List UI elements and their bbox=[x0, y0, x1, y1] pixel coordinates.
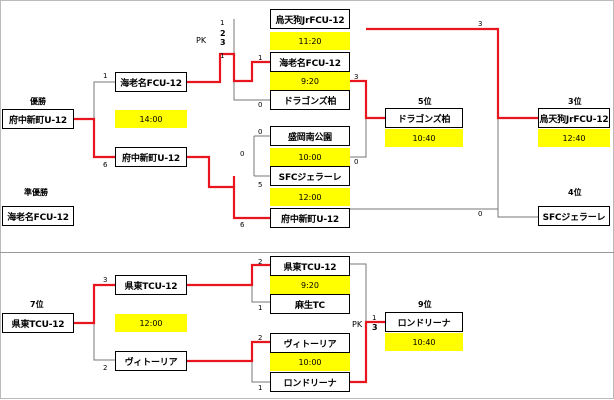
qf-top-pk-label: PK bbox=[196, 36, 207, 45]
ninth-team: ロンドリーナ bbox=[385, 312, 463, 332]
semi-top-team: 海老名FCU-12 bbox=[115, 72, 187, 92]
third-score-bottom: 0 bbox=[478, 210, 483, 218]
ninth-pk-bottom: 3 bbox=[372, 323, 378, 332]
qf-top-pk-score-1: 1 bbox=[220, 19, 225, 27]
lower-qf-top-score-a: 2 bbox=[258, 258, 263, 266]
lower-qf-top-score-b: 1 bbox=[258, 304, 263, 312]
qf-top-pk-score-3: 3 bbox=[220, 38, 226, 47]
lower-qf-bottom-team-b: ロンドリーナ bbox=[270, 372, 350, 392]
lower-semi-score-top: 3 bbox=[103, 276, 108, 284]
ninth-time: 10:40 bbox=[385, 333, 463, 351]
ninth-pk-top: 1 bbox=[372, 314, 377, 322]
qf-bottom-score-b-top: 0 bbox=[240, 150, 245, 158]
ninth-pk-label: PK bbox=[352, 320, 363, 329]
lower-semi-bottom-team: ヴィトーリア bbox=[115, 351, 187, 371]
lower-semi-score-bottom: 2 bbox=[103, 364, 108, 372]
champion-box: 府中新町U-12 bbox=[2, 109, 74, 129]
champion-label: 優勝 bbox=[30, 97, 46, 106]
semi-top-score-top: 1 bbox=[103, 72, 108, 80]
line-fourth bbox=[497, 209, 538, 218]
qf-bottom-team-a: 盛岡南公園 bbox=[270, 126, 350, 146]
third-label: 3位 bbox=[568, 97, 582, 106]
third-time: 12:40 bbox=[538, 129, 610, 147]
line-lower-qf-bottom-b bbox=[251, 342, 270, 383]
semi-top-score-bottom: 6 bbox=[103, 161, 108, 169]
qf-top-pk-score-4: 1 bbox=[220, 52, 225, 60]
qf-top-team-a: 烏天狗JrFCU-12 bbox=[270, 9, 350, 29]
semi-bottom-team: 府中新町U-12 bbox=[115, 147, 187, 167]
section-divider bbox=[0, 252, 614, 253]
win-line-fifth bbox=[350, 79, 385, 120]
fourth-team: SFCジェラーレ bbox=[538, 206, 610, 226]
qf-bottom-score-b: 5 bbox=[258, 181, 263, 189]
lower-qf-bottom-score-b: 1 bbox=[258, 384, 263, 392]
lower-semi-top-team: 県東TCU-12 bbox=[115, 275, 187, 295]
line-fifth-bottom bbox=[350, 118, 367, 158]
third-score-top: 3 bbox=[478, 20, 483, 28]
fifth-label: 5位 bbox=[418, 97, 432, 106]
lower-qf-bottom-time: 10:00 bbox=[270, 353, 350, 371]
win-line-lower-qf-top bbox=[187, 263, 270, 287]
line-qf-top-c bbox=[233, 81, 270, 101]
lower-qf-top-team-b: 麻生TC bbox=[270, 294, 350, 314]
semi-top-time: 14:00 bbox=[115, 110, 187, 128]
win-line-champion bbox=[74, 117, 115, 159]
line-semi-top bbox=[93, 81, 115, 119]
seventh-box: 県東TCU-12 bbox=[2, 313, 74, 333]
qf-bottom-team-b: SFCジェラーレ bbox=[270, 166, 350, 186]
win-line-lower-qf-bottom bbox=[187, 340, 270, 363]
lower-qf-top-team-a: 県東TCU-12 bbox=[270, 256, 350, 276]
win-line-third bbox=[366, 27, 538, 120]
win-line-qf-bottom bbox=[187, 155, 270, 220]
qf-bottom-time-b: 12:00 bbox=[270, 188, 350, 206]
lower-qf-bottom-team-a: ヴィトーリア bbox=[270, 333, 350, 353]
line-lower-semi-bottom bbox=[93, 323, 115, 361]
ninth-label: 9位 bbox=[418, 300, 432, 309]
fifth-score-bottom: 0 bbox=[354, 158, 359, 166]
seventh-label: 7位 bbox=[30, 300, 44, 309]
runner-up-box: 海老名FCU-12 bbox=[2, 206, 74, 226]
third-team: 烏天狗JrFCU-12 bbox=[538, 108, 610, 128]
win-line-lower-semi bbox=[74, 283, 115, 325]
fifth-time: 10:40 bbox=[385, 129, 463, 147]
qf-top-team-c: ドラゴンズ柏 bbox=[270, 90, 350, 110]
qf-bottom-score-a: 0 bbox=[258, 128, 263, 136]
win-line-ninth bbox=[350, 320, 385, 384]
qf-bottom-time-a: 10:00 bbox=[270, 148, 350, 166]
qf-top-team-b: 海老名FCU-12 bbox=[270, 52, 350, 72]
qf-top-time-b: 9:20 bbox=[270, 72, 350, 90]
lower-semi-top-time: 12:00 bbox=[115, 314, 187, 332]
win-line-qf-top bbox=[187, 52, 270, 84]
runner-up-label: 準優勝 bbox=[24, 188, 48, 197]
qf-top-pk-score-2: 2 bbox=[220, 29, 226, 38]
qf-bottom-score-c: 6 bbox=[240, 221, 245, 229]
fifth-team: ドラゴンズ柏 bbox=[385, 108, 463, 128]
qf-top-score-b: 1 bbox=[258, 54, 263, 62]
fifth-score-top: 3 bbox=[354, 73, 359, 81]
qf-bottom-team-c: 府中新町U-12 bbox=[270, 208, 350, 228]
lower-qf-top-time: 9:20 bbox=[270, 276, 350, 294]
qf-top-score-c: 0 bbox=[258, 101, 263, 109]
lower-qf-bottom-score-a: 2 bbox=[258, 334, 263, 342]
qf-top-time-a: 11:20 bbox=[270, 32, 350, 50]
fourth-label: 4位 bbox=[568, 188, 582, 197]
line-ninth-top bbox=[350, 263, 367, 322]
line-lower-qf-top-b bbox=[251, 265, 270, 303]
